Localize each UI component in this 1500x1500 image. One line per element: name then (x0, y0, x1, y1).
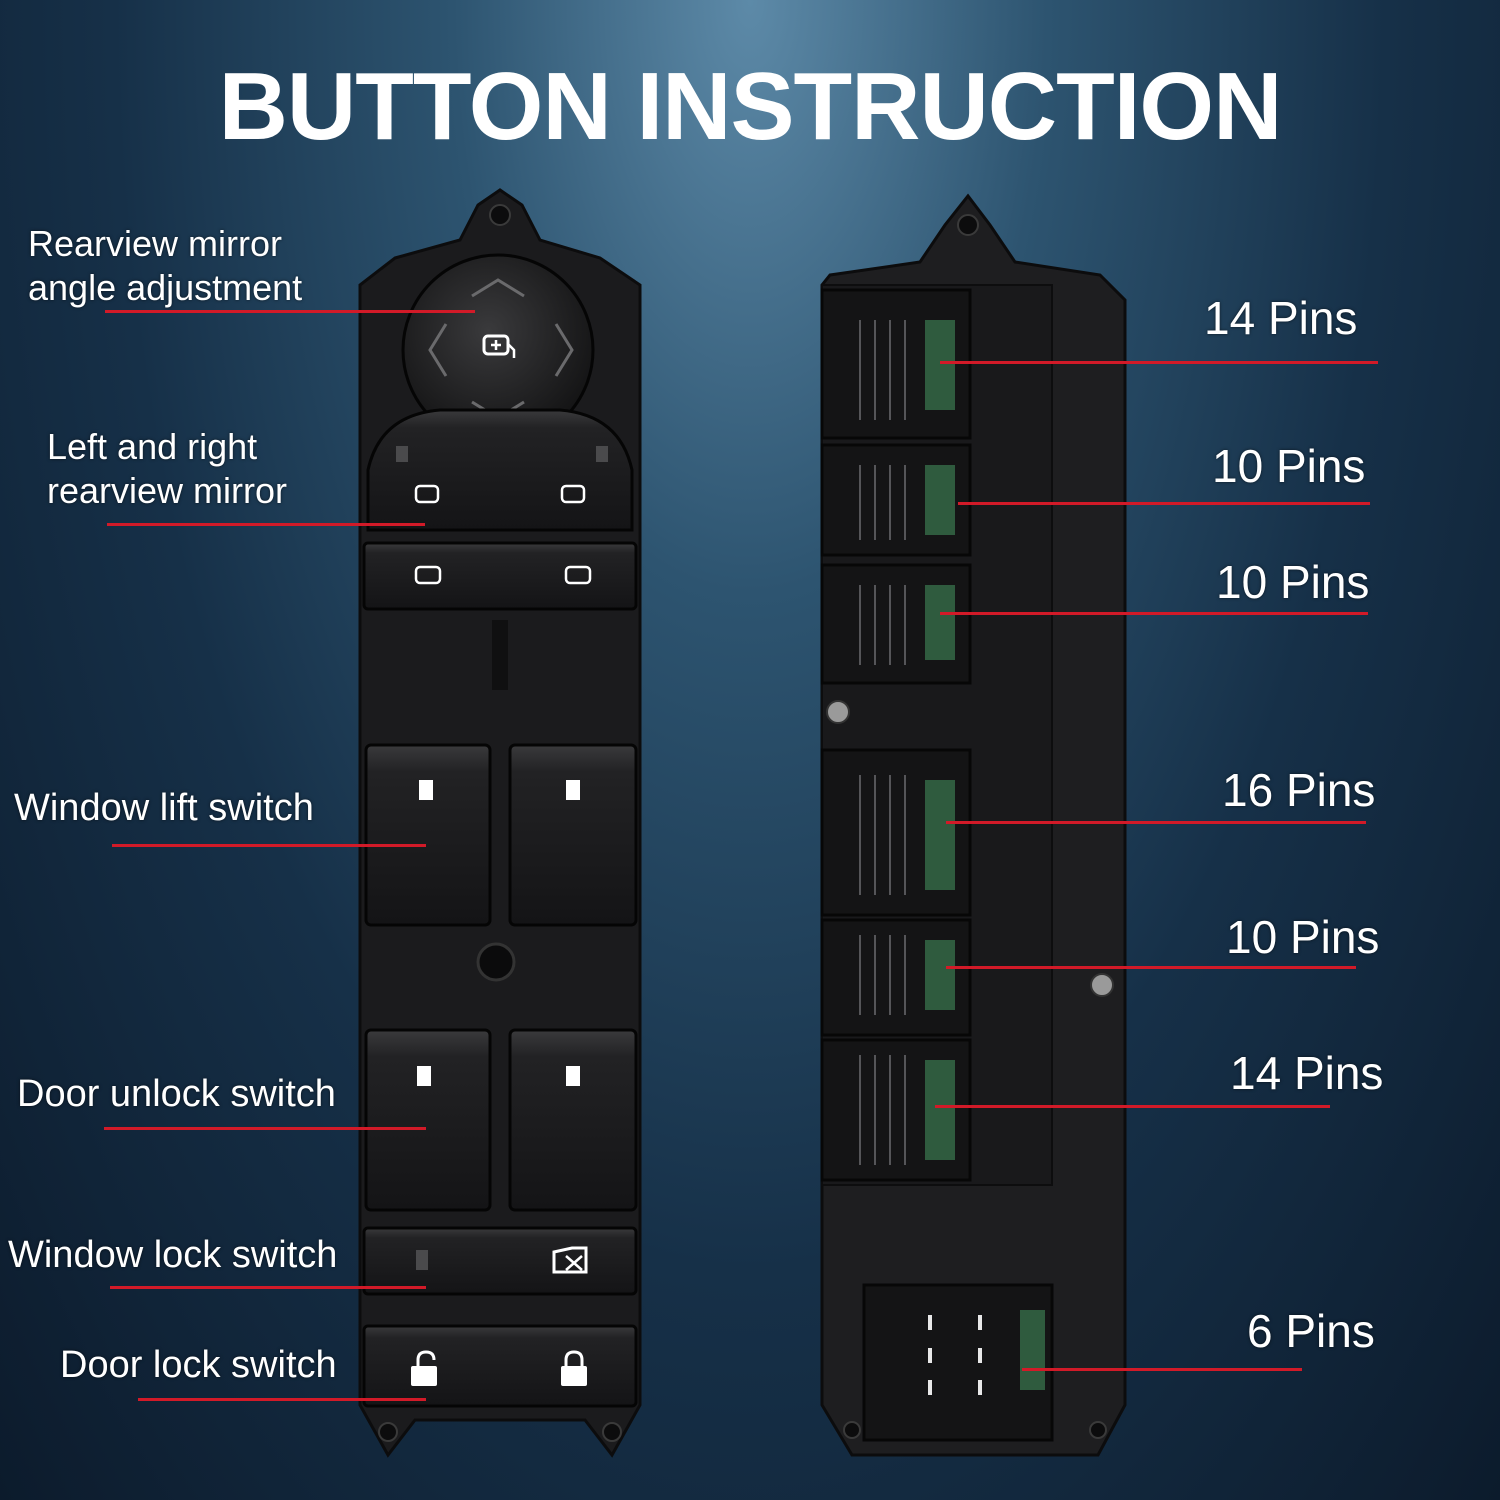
leader-door-lock (138, 1398, 426, 1401)
leader-mirror-select (107, 523, 425, 526)
connector-leader-7 (1022, 1368, 1302, 1371)
label-door-lock: Door lock switch (60, 1344, 337, 1386)
connector-label-7: 6 Pins (1247, 1305, 1375, 1357)
connector-label-6: 14 Pins (1230, 1047, 1384, 1099)
connector-label-1: 14 Pins (1204, 292, 1358, 344)
label-mirror-adjust-line-2: angle adjustment (28, 267, 303, 308)
label-mirror-select-line-2: rearview mirror (47, 470, 288, 511)
connector-label-4: 16 Pins (1222, 764, 1376, 816)
label-mirror-adjust: Rearview mirror angle adjustment (28, 222, 302, 310)
leader-door-unlock (104, 1127, 426, 1130)
leader-mirror-adjust (105, 310, 475, 313)
leader-window-lift (112, 844, 426, 847)
mirror-adjust-icon (482, 334, 516, 358)
connector-leader-4 (946, 821, 1366, 824)
leader-window-lock (110, 1286, 426, 1289)
connector-label-3: 10 Pins (1216, 556, 1370, 608)
connector-leader-3 (940, 612, 1368, 615)
label-window-lock: Window lock switch (8, 1234, 338, 1276)
connector-leader-5 (946, 966, 1356, 969)
label-mirror-select: Left and right rearview mirror (47, 425, 287, 513)
connector-label-5: 10 Pins (1226, 911, 1380, 963)
padlock-closed-icon (561, 1350, 587, 1386)
page-title: BUTTON INSTRUCTION (218, 53, 1283, 160)
connector-leader-1 (940, 361, 1378, 364)
label-window-lift: Window lift switch (14, 787, 314, 829)
label-mirror-select-line-1: Left and right (47, 426, 258, 467)
connector-leader-2 (958, 502, 1370, 505)
connector-label-2: 10 Pins (1212, 440, 1366, 492)
padlock-open-icon (411, 1350, 437, 1386)
label-door-unlock: Door unlock switch (17, 1073, 336, 1115)
connector-leader-6 (935, 1105, 1330, 1108)
window-lock-icon (552, 1246, 588, 1274)
label-mirror-adjust-line-1: Rearview mirror (28, 223, 283, 264)
